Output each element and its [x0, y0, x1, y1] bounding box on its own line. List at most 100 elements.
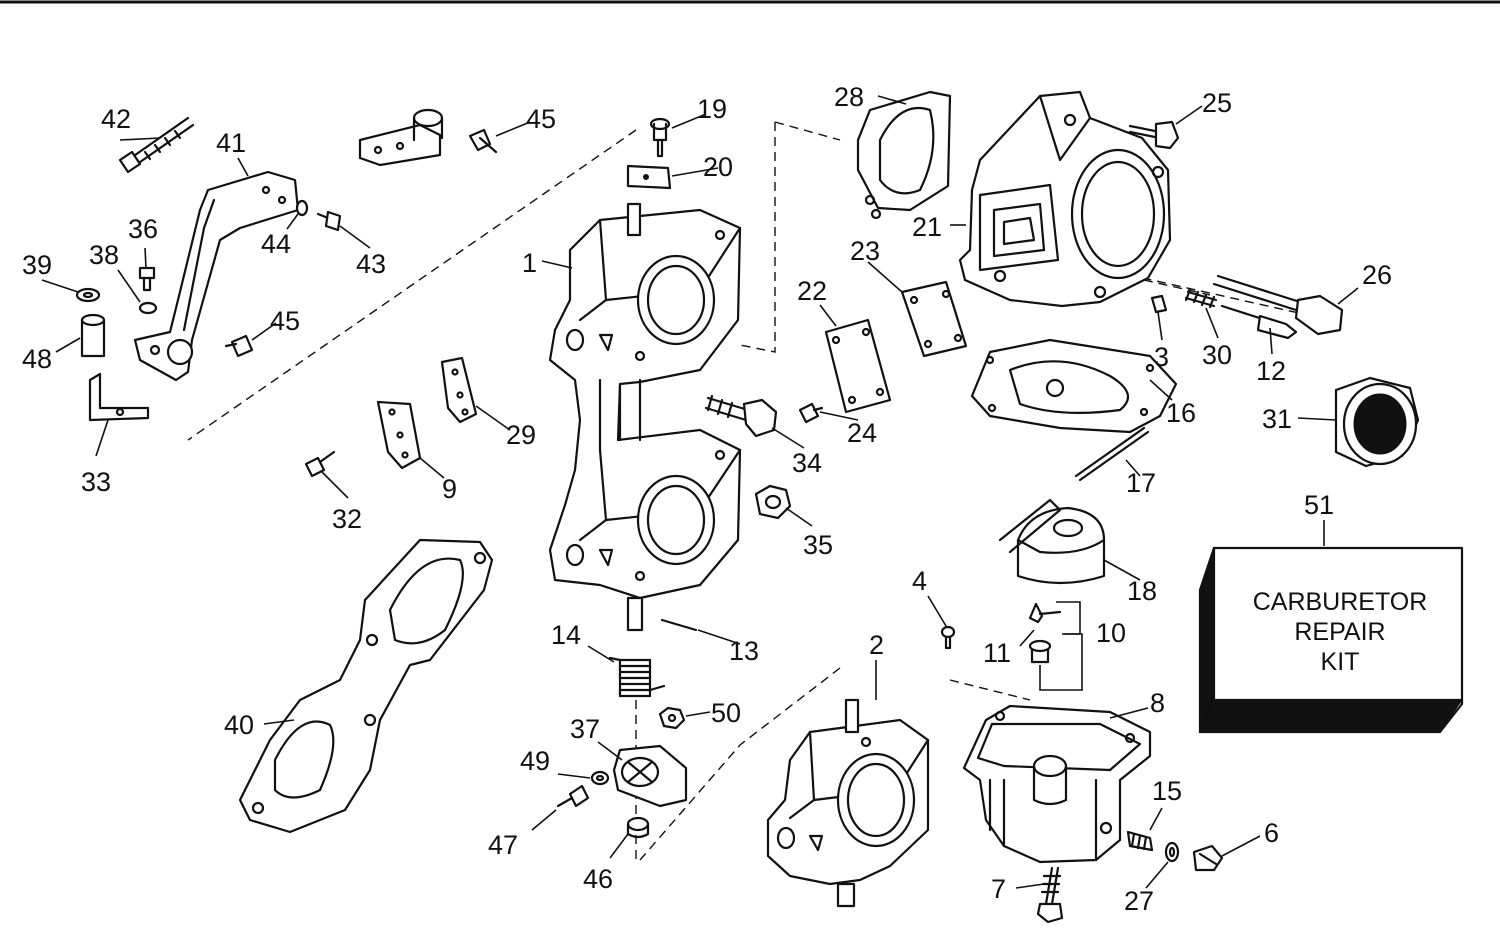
callout-25: 25 — [1202, 88, 1232, 118]
callout-numbers: 42 41 45 19 20 28 25 36 44 43 21 39 38 1… — [22, 82, 1392, 916]
part-34-fitting — [704, 394, 778, 438]
part-12-needle-screw — [1220, 304, 1298, 340]
part-3-plug — [1150, 294, 1168, 314]
part-42-long-screw — [118, 116, 195, 174]
part-6-drain-screw — [1192, 844, 1224, 872]
callout-18: 18 — [1127, 576, 1157, 606]
callout-48: 48 — [22, 344, 52, 374]
callout-41: 41 — [216, 128, 246, 158]
leader-lines — [41, 95, 1359, 889]
callout-21: 21 — [912, 212, 942, 242]
part-43-screw — [316, 210, 342, 232]
part-15-screw — [1126, 830, 1154, 852]
callout-30: 30 — [1202, 340, 1232, 370]
callout-42: 42 — [101, 104, 131, 134]
callout-27: 27 — [1124, 886, 1154, 916]
part-44-washer — [295, 199, 309, 217]
part-49-washer — [590, 770, 610, 786]
callout-31: 31 — [1262, 404, 1292, 434]
callout-51: 51 — [1304, 490, 1334, 520]
part-31-adapter — [1334, 376, 1420, 468]
part-24-screw — [798, 402, 824, 424]
callout-24: 24 — [847, 418, 877, 448]
callout-3: 3 — [1154, 342, 1169, 372]
part-37-cam — [612, 744, 688, 808]
part-29-plate — [440, 356, 478, 424]
part-39-washer — [75, 287, 101, 303]
callout-44: 44 — [261, 229, 291, 259]
part-25-screw — [1128, 120, 1180, 150]
part-47-screw — [556, 784, 590, 808]
part-30-spring — [1184, 288, 1218, 309]
part-22-plate — [824, 318, 892, 414]
callout-10: 10 — [1096, 618, 1126, 648]
callout-34: 34 — [792, 448, 822, 478]
part-46-cap — [626, 816, 650, 839]
callout-23: 23 — [850, 236, 880, 266]
callout-9: 9 — [442, 474, 457, 504]
part-10-seat — [1028, 639, 1052, 664]
kit-label-line-1: CARBURETOR — [1253, 588, 1428, 616]
callout-49: 49 — [520, 746, 550, 776]
part-11-needle — [1028, 602, 1062, 624]
callout-29: 29 — [506, 420, 536, 450]
part-16-gasket — [970, 338, 1178, 434]
callout-47: 47 — [488, 830, 518, 860]
part-4-screw — [940, 625, 956, 650]
part-21-intake-housing — [958, 90, 1172, 308]
callout-45-bottom: 45 — [270, 306, 300, 336]
part-51-repair-kit-box: CARBURETOR REPAIR KIT — [1198, 546, 1464, 734]
part-32-screw — [304, 450, 336, 478]
callout-45-top: 45 — [526, 104, 556, 134]
part-8-float-bowl — [962, 704, 1152, 864]
part-2-carburetor-body — [766, 698, 930, 908]
callout-1: 1 — [522, 248, 537, 278]
part-48-bushing — [80, 313, 106, 358]
part-20-plate — [626, 164, 672, 190]
part-41-throttle-arm — [133, 170, 300, 382]
callout-37: 37 — [570, 714, 600, 744]
kit-label-line-3: KIT — [1321, 648, 1360, 676]
part-1-carburetor-body — [548, 202, 742, 632]
part-45-screw — [224, 334, 254, 358]
part-45-lever-link — [358, 108, 498, 167]
callout-14: 14 — [551, 620, 581, 650]
callout-33: 33 — [81, 467, 111, 497]
callout-35: 35 — [803, 530, 833, 560]
callout-2: 2 — [869, 630, 884, 660]
callout-36: 36 — [128, 214, 158, 244]
callout-39: 39 — [22, 250, 52, 280]
callout-20: 20 — [703, 152, 733, 182]
part-13-pin — [660, 618, 698, 632]
part-23-plate — [900, 280, 968, 358]
kit-label-line-2: REPAIR — [1294, 618, 1385, 646]
callout-50: 50 — [711, 698, 741, 728]
callout-6: 6 — [1264, 818, 1279, 848]
callout-16: 16 — [1166, 398, 1196, 428]
part-27-washer — [1164, 841, 1180, 863]
callout-32: 32 — [332, 504, 362, 534]
part-38-washer — [138, 301, 158, 315]
part-7-screw — [1036, 866, 1064, 924]
callout-13: 13 — [729, 636, 759, 666]
callout-19: 19 — [697, 94, 727, 124]
part-17-pin — [1074, 426, 1150, 482]
part-33-bracket — [88, 372, 150, 422]
callout-38: 38 — [89, 240, 119, 270]
callout-4: 4 — [912, 566, 927, 596]
callout-40: 40 — [224, 710, 254, 740]
part-19-screw — [649, 117, 671, 158]
callout-15: 15 — [1152, 776, 1182, 806]
callout-11: 11 — [983, 638, 1011, 668]
part-28-gasket — [856, 90, 952, 220]
callout-7: 7 — [991, 874, 1006, 904]
callout-46: 46 — [583, 864, 613, 894]
callout-8: 8 — [1150, 688, 1165, 718]
part-35-nut — [754, 484, 792, 520]
callout-17: 17 — [1126, 468, 1156, 498]
callout-22: 22 — [797, 276, 827, 306]
part-36-stud — [138, 266, 156, 292]
callout-12: 12 — [1256, 356, 1286, 386]
part-26-long-screw — [1212, 274, 1344, 336]
